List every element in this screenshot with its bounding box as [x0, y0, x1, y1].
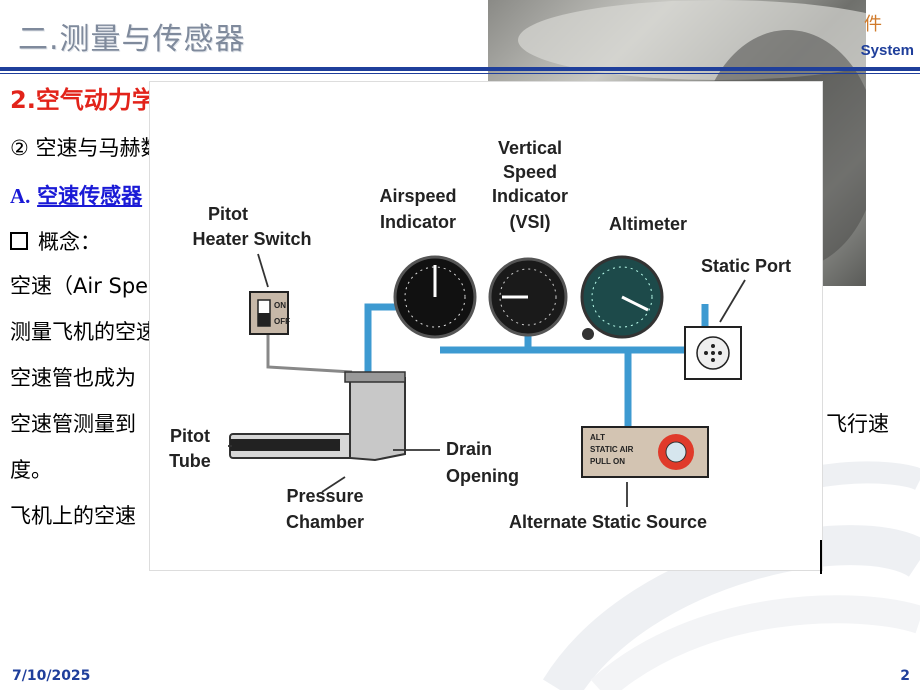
- pitot-heater-label-2: Heater Switch: [192, 229, 311, 249]
- vsi-label-2: Speed: [503, 162, 557, 182]
- alt-panel-line1: ALT: [590, 433, 605, 442]
- pitot-static-diagram: ON OFF: [150, 82, 822, 570]
- airspeed-label-2: Indicator: [380, 212, 456, 232]
- vsi-label-3: Indicator: [492, 186, 568, 206]
- concept-label: 概念：: [38, 230, 101, 254]
- pitot-tube-label-2: Tube: [169, 451, 211, 471]
- line-onboard: 飞机上的空速: [10, 504, 136, 528]
- alt-panel-line2: STATIC AIR: [590, 445, 634, 454]
- airspeed-label-1: Airspeed: [379, 186, 456, 206]
- line-degree: 度。: [10, 458, 52, 482]
- vsi-label-1: Vertical: [498, 138, 562, 158]
- pitot-tube-label-1: Pitot: [170, 426, 210, 446]
- drain-label-2: Opening: [446, 466, 519, 486]
- airspeed-indicator-gauge: [393, 255, 477, 339]
- altimeter-label: Altimeter: [609, 214, 687, 234]
- slide-title: 二.测量与传感器: [18, 22, 246, 57]
- footer-date: 7/10/2025: [12, 668, 91, 684]
- pitot-heater-switch: ON OFF: [249, 291, 290, 335]
- pitot-tube: [229, 371, 406, 462]
- line-pitot-measure: 空速管测量到: [10, 412, 136, 436]
- brand-cn: 件: [864, 14, 882, 35]
- alternate-static-source: ALT STATIC AIR PULL ON: [581, 426, 709, 478]
- vsi-label-4: (VSI): [509, 212, 550, 232]
- static-port-label: Static Port: [701, 256, 791, 276]
- title-rule: [0, 67, 920, 71]
- line-concept: 概念：: [10, 226, 101, 256]
- pressure-chamber-label-1: Pressure: [286, 486, 363, 506]
- alternate-static-label: Alternate Static Source: [509, 512, 707, 532]
- title-rule-thin: [0, 73, 920, 74]
- airspeed-sensor-link[interactable]: 空速传感器: [37, 184, 143, 208]
- line-sensor: A. 空速传感器: [10, 180, 142, 210]
- switch-on-label: ON: [274, 301, 286, 310]
- line-pitot: 空速管也成为: [10, 366, 136, 390]
- static-port: [684, 326, 742, 380]
- line-prefix: A.: [10, 184, 31, 208]
- switch-off-label: OFF: [274, 317, 290, 326]
- drain-label-1: Drain: [446, 439, 492, 459]
- pressure-chamber-label-2: Chamber: [286, 512, 364, 532]
- vsi-gauge: [488, 257, 568, 337]
- text-cursor: [820, 540, 822, 574]
- brand-text: System: [860, 42, 914, 59]
- page-number: 2: [900, 668, 910, 684]
- alt-panel-line3: PULL ON: [590, 457, 625, 466]
- line-measure: 测量飞机的空速: [10, 320, 157, 344]
- altimeter-gauge: [580, 255, 664, 340]
- line-flight-speed: 飞行速: [826, 412, 889, 436]
- pitot-heater-label-1: Pitot: [208, 204, 248, 224]
- bullet-square-icon: [10, 232, 28, 250]
